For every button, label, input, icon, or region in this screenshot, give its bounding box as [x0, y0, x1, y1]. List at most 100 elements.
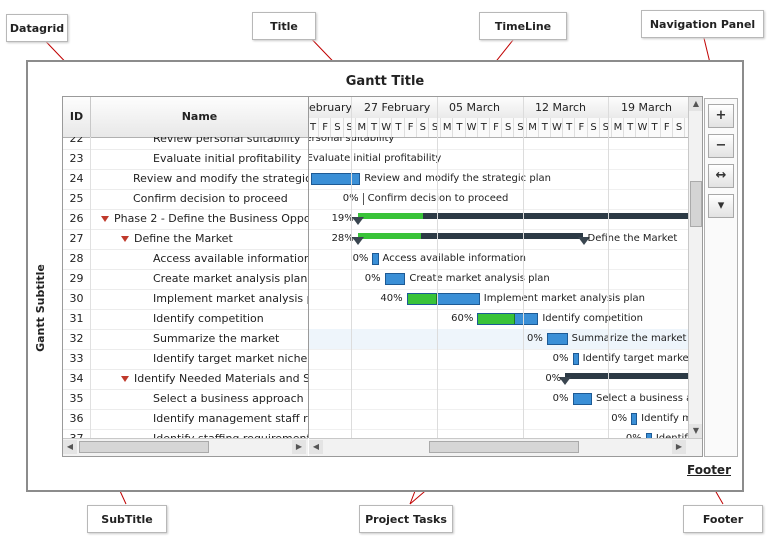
timeline-day-label: S	[342, 118, 356, 137]
task-progress	[478, 314, 515, 324]
task-bar[interactable]	[384, 273, 406, 285]
column-header-name[interactable]: Name	[181, 110, 218, 123]
grid-scroll-thumb[interactable]	[79, 441, 209, 453]
task-percent-label: 0%	[329, 189, 359, 209]
timeline-day-label: S	[428, 118, 441, 137]
timeline-day-label: S	[586, 118, 600, 137]
grid-scroll-left-icon[interactable]: ◀	[63, 440, 77, 454]
row-name-text: Identify management staff resources	[153, 412, 308, 425]
chart-scroll-left-icon[interactable]: ◀	[309, 440, 323, 454]
row-name: Summarize the market	[153, 329, 308, 349]
task-bar[interactable]	[546, 333, 568, 345]
summary-end-marker	[351, 217, 364, 225]
timeline-week-label: ebruary	[309, 101, 353, 114]
table-row[interactable]: 34 Identify Needed Materials and Supplies	[63, 369, 308, 390]
callout-title: Title	[252, 12, 316, 40]
scroll-up-icon[interactable]: ▲	[689, 97, 702, 111]
callout-navigation-panel: Navigation Panel	[641, 10, 764, 38]
row-name-text: Select a business approach (from	[153, 392, 308, 405]
task-bar[interactable]	[406, 293, 480, 305]
timeline-day-label: W	[635, 118, 648, 137]
task-percent-label: 0%	[552, 353, 569, 364]
timeline-days: TFSSMTWTFSSMTWTFSSMTWTFSSMTWTFSS	[309, 118, 688, 138]
task-label: Define the Market	[587, 233, 678, 244]
row-name-text: Review and modify the strategic plan	[133, 172, 308, 185]
row-id: 36	[63, 409, 91, 429]
row-name: Identify staffing requirements	[153, 429, 308, 438]
gantt-footer[interactable]: Footer	[687, 463, 731, 477]
chart-scroll-thumb[interactable]	[429, 441, 579, 453]
column-header-id[interactable]: ID	[63, 97, 91, 137]
collapse-triangle-icon[interactable]	[121, 236, 129, 242]
callout-datagrid: Datagrid	[6, 14, 68, 42]
table-row[interactable]: 24 Review and modify the strategic plan	[63, 169, 308, 190]
fit-width-button[interactable]: ↔	[708, 164, 734, 188]
task-bar[interactable]	[311, 173, 361, 185]
vertical-scrollbar[interactable]: ▲ ▼	[688, 97, 702, 438]
row-name-text: Phase 2 - Define the Business Opportunit…	[114, 212, 308, 225]
callout-project-tasks: Project Tasks	[359, 505, 453, 533]
row-name: Identify Needed Materials and Supplies	[121, 369, 308, 389]
row-name: Identify target market niche	[153, 349, 308, 369]
table-row[interactable]: 23 Evaluate initial profitability	[63, 149, 308, 170]
row-id: 25	[63, 189, 91, 209]
collapse-triangle-icon[interactable]	[121, 376, 129, 382]
timeline-day-label: S	[330, 118, 343, 137]
collapse-triangle-icon[interactable]	[101, 216, 109, 222]
table-row[interactable]: 37Identify staffing requirements	[63, 429, 308, 438]
chart-horizontal-scrollbar[interactable]: ◀ ▶	[309, 438, 702, 456]
timeline-day-label: M	[440, 118, 453, 137]
task-bar[interactable]	[477, 313, 539, 325]
task-label: Implement market analysis plan	[483, 293, 646, 304]
timeline-day-label: T	[309, 118, 319, 137]
chart-scroll-right-icon[interactable]: ▶	[672, 440, 686, 454]
summary-bar[interactable]	[357, 233, 584, 239]
task-row: Review and modify the strategic plan	[309, 169, 688, 190]
zoom-in-button[interactable]: +	[708, 104, 734, 128]
vertical-scroll-thumb[interactable]	[690, 181, 702, 227]
task-bar[interactable]	[645, 433, 652, 438]
task-progress	[407, 294, 438, 304]
task-bar[interactable]	[572, 393, 593, 405]
row-id: 23	[63, 149, 91, 169]
row-id: 34	[63, 369, 91, 389]
row-id: 24	[63, 169, 91, 189]
timeline-day-label: S	[684, 118, 688, 137]
task-percent-label: 19%	[331, 213, 354, 224]
timeline-day-label: T	[367, 118, 380, 137]
table-row[interactable]: 36 Identify management staff resources	[63, 409, 308, 430]
grid-horizontal-scrollbar[interactable]: ◀ ▶	[63, 438, 308, 456]
navigation-panel: + − ↔ ▾	[704, 98, 738, 457]
row-name: Create market analysis plan	[153, 269, 308, 289]
row-name-text: Evaluate initial profitability	[153, 152, 302, 165]
timeline-week-label: 12 March	[535, 101, 587, 114]
summary-end-marker	[559, 377, 572, 385]
grid-scroll-right-icon[interactable]: ▶	[292, 440, 306, 454]
milestone-marker[interactable]	[362, 193, 364, 205]
summary-bar[interactable]	[565, 373, 688, 379]
timeline-day-label: F	[403, 118, 417, 137]
summary-bar[interactable]	[357, 213, 688, 219]
task-bar[interactable]	[572, 353, 579, 365]
task-bar[interactable]	[372, 253, 379, 265]
task-bar[interactable]	[631, 413, 638, 425]
options-menu-button[interactable]: ▾	[708, 194, 734, 218]
scroll-down-icon[interactable]: ▼	[689, 424, 702, 438]
timeline-day-label: F	[489, 118, 502, 137]
timeline-day-label: S	[672, 118, 685, 137]
zoom-out-button[interactable]: −	[708, 134, 734, 158]
task-percent-label: 0%	[552, 393, 569, 404]
